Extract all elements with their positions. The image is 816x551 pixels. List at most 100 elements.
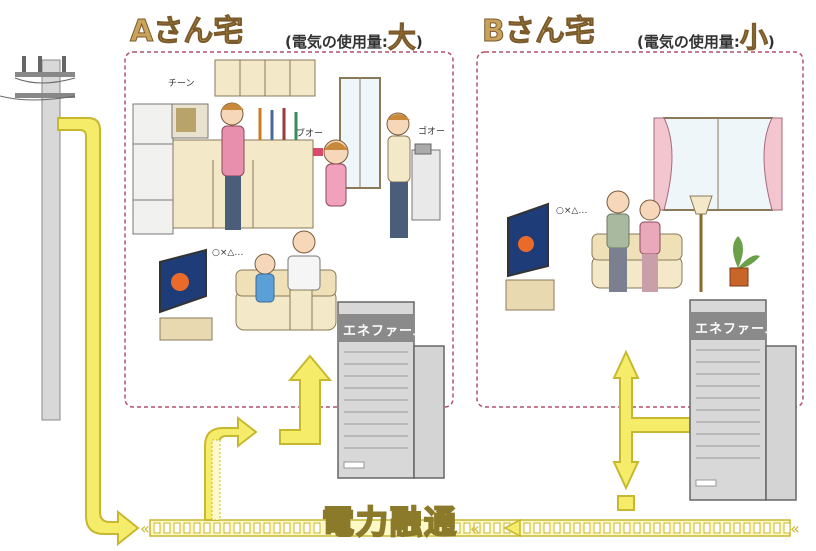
refrigerator-icon: [132, 103, 174, 235]
pipe-segment: [753, 522, 761, 534]
pipe-segment: [493, 522, 501, 534]
pipe-segment: [643, 522, 651, 534]
house-a-dashed-link: [211, 439, 221, 521]
pipe-segment: [763, 522, 771, 534]
pipe-segment: [653, 522, 661, 534]
pipe-segment: [723, 522, 731, 534]
floor-lamp-icon: [689, 195, 713, 292]
enefarm-a-label: エネファーム: [343, 324, 427, 339]
potted-plant-icon: [729, 236, 760, 287]
father-figure: [287, 230, 321, 331]
window-curtain: [653, 117, 783, 211]
upper-cabinets: [214, 59, 316, 97]
hairdryer-icon: [313, 148, 323, 156]
pipe-segment: [733, 522, 741, 534]
enefarm-b-label: エネファーム: [695, 322, 779, 337]
sfx-kettle: ゴオー: [418, 127, 446, 137]
house-a-frame: [124, 51, 454, 408]
pipe-segment: [243, 522, 251, 534]
pipe-segment: [613, 522, 621, 534]
power-sharing-label: 電力融通: [321, 502, 459, 542]
pipe-segment: [593, 522, 601, 534]
kettle-icon: [414, 143, 432, 155]
pipe-segment: [173, 522, 181, 534]
newspaper-icon: [287, 255, 321, 291]
grandpa-figure: [606, 190, 630, 292]
pipe-segment: [633, 522, 641, 534]
pipe-segment: [523, 522, 531, 534]
pipe-segment: [623, 522, 631, 534]
pipe-segment: [773, 522, 781, 534]
pipe-segment: [153, 522, 161, 534]
pipe-segment: [283, 522, 291, 534]
power-sharing-pipe: [149, 519, 791, 537]
house-a-title: Aさん宅: [129, 14, 244, 50]
flow-arrow-left: [503, 518, 521, 538]
enefarm-unit-a: [337, 301, 445, 479]
pipe-segment: [553, 522, 561, 534]
pipe-segment: [783, 522, 791, 534]
house-a-power-flow: [204, 354, 333, 521]
pipe-segment: [293, 522, 301, 534]
pipe-segment: [483, 522, 491, 534]
house-b-interior: [505, 117, 783, 311]
man-kettle-figure: [386, 112, 441, 238]
grandma-figure: [639, 199, 661, 292]
house-b-frame: [476, 51, 804, 408]
pipe-segment: [693, 522, 701, 534]
pipe-segment: [453, 522, 461, 534]
house-a-interior: [132, 59, 441, 341]
sfx-microwave: チーン: [168, 79, 195, 89]
house-b-usage-prefix: (電気の使用量:: [637, 33, 740, 51]
son-figure: [254, 253, 276, 303]
girl-hairdryer-figure: [313, 139, 349, 207]
house-b-title: Bさん宅: [482, 14, 596, 50]
pipe-segment: [313, 522, 321, 534]
sfx-dryer: ブオー: [296, 129, 324, 139]
pipe-segment: [233, 522, 241, 534]
flow-chevrons-left: «: [140, 519, 150, 538]
pipe-segment: [703, 522, 711, 534]
house-b-usage: (電気の使用量:小): [637, 16, 775, 56]
pipe-segment: [543, 522, 551, 534]
pipe-segment: [263, 522, 271, 534]
pipe-segment: [273, 522, 281, 534]
pipe-segment: [683, 522, 691, 534]
pipe-segment: [743, 522, 751, 534]
flow-chevrons-right: «: [790, 519, 800, 538]
pipe-segment: [253, 522, 261, 534]
utensils-icon: [258, 108, 298, 140]
pipe-segment: [303, 522, 311, 534]
pipe-segment: [183, 522, 191, 534]
flow-chevrons-mid: «: [470, 519, 480, 538]
sofa-b-icon: [591, 233, 683, 289]
pipe-segment: [713, 522, 721, 534]
kitchen-window: [339, 77, 381, 189]
pipe-segment: [583, 522, 591, 534]
pipe-segment: [223, 522, 231, 534]
pipe-segment: [193, 522, 201, 534]
sfx-tv-a: ○×△…: [212, 248, 244, 258]
tv-b-icon: [505, 202, 555, 311]
grid-power-flow: [57, 117, 140, 547]
pipe-segment: [673, 522, 681, 534]
house-a-usage-suffix: ): [415, 33, 423, 51]
house-b-usage-value: 小: [739, 21, 768, 55]
pipe-segment: [533, 522, 541, 534]
utility-pole-icon: [0, 56, 76, 421]
pipe-segment: [463, 522, 471, 534]
pipe-segment: [213, 522, 221, 534]
house-a-usage-prefix: (電気の使用量:: [285, 33, 388, 51]
stove-icon: [411, 149, 441, 221]
pipe-segment: [203, 522, 211, 534]
pipe-segment: [663, 522, 671, 534]
house-b-usage-suffix: ): [767, 33, 775, 51]
pipe-segment: [563, 522, 571, 534]
tv-a-icon: [159, 248, 213, 341]
pipe-segment: [473, 522, 481, 534]
enefarm-unit-b: [689, 299, 797, 501]
mother-figure: [220, 102, 245, 230]
house-a-usage-value: 大: [387, 21, 416, 55]
